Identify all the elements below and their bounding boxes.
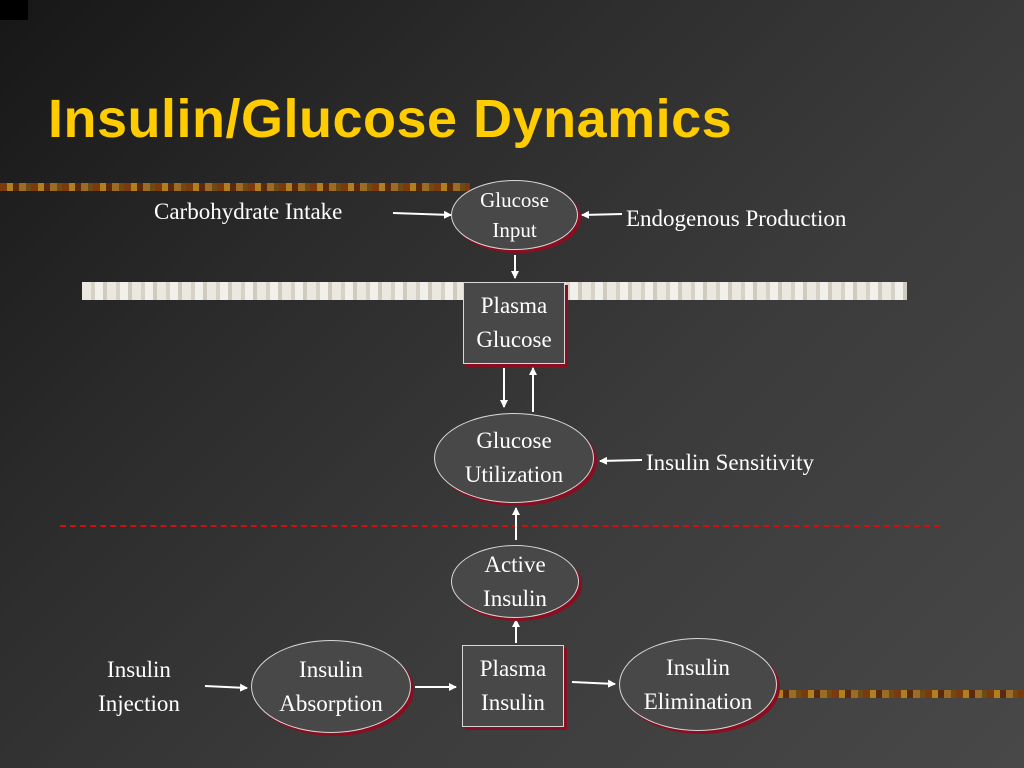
dashed-divider [60,525,940,527]
node-line: Active [484,551,546,577]
node-line: Glucose [476,327,552,352]
insulin-sensitivity-label: Insulin Sensitivity [646,450,815,475]
decorative-band-bottom [770,690,1024,698]
arrow-endogenous-to-input [581,210,623,219]
plasma-insulin-node: Plasma Insulin [462,645,564,727]
glucose-input-node: Glucose Input [451,180,578,250]
decorative-band-top [0,183,470,191]
node-line: Glucose [480,188,549,212]
node-line: Absorption [279,690,383,716]
node-line: Insulin [299,656,363,682]
plasma-glucose-node: Plasma Glucose [463,282,565,364]
arrow-sensitivity-to-utilization [599,456,643,465]
arrow-plasma-insulin-to-elimination [571,679,616,688]
node-line: Plasma [480,293,548,318]
glucose-utilization-node: Glucose Utilization [434,413,594,503]
label-line: Insulin [107,657,171,682]
corner-mark [0,0,28,20]
arrow-injection-to-absorption [204,683,248,692]
node-line: Input [492,218,537,242]
endogenous-production-label: Endogenous Production [626,206,847,231]
insulin-absorption-node: Insulin Absorption [251,640,411,733]
node-line: Insulin [483,585,547,611]
node-line: Insulin [481,690,545,715]
active-insulin-node: Active Insulin [451,545,579,618]
slide-title: Insulin/Glucose Dynamics [48,89,733,149]
node-line: Insulin [666,654,730,680]
node-line: Utilization [464,462,564,487]
node-line: Plasma [479,656,547,681]
carbohydrate-intake-label: Carbohydrate Intake [154,199,343,224]
insulin-elimination-node: Insulin Elimination [619,638,777,731]
node-line: Glucose [476,428,552,453]
node-line: Elimination [643,688,753,714]
label-line: Injection [98,691,180,716]
arrow-carb-to-input [392,210,452,219]
insulin-injection-label: Insulin Injection [84,653,194,721]
